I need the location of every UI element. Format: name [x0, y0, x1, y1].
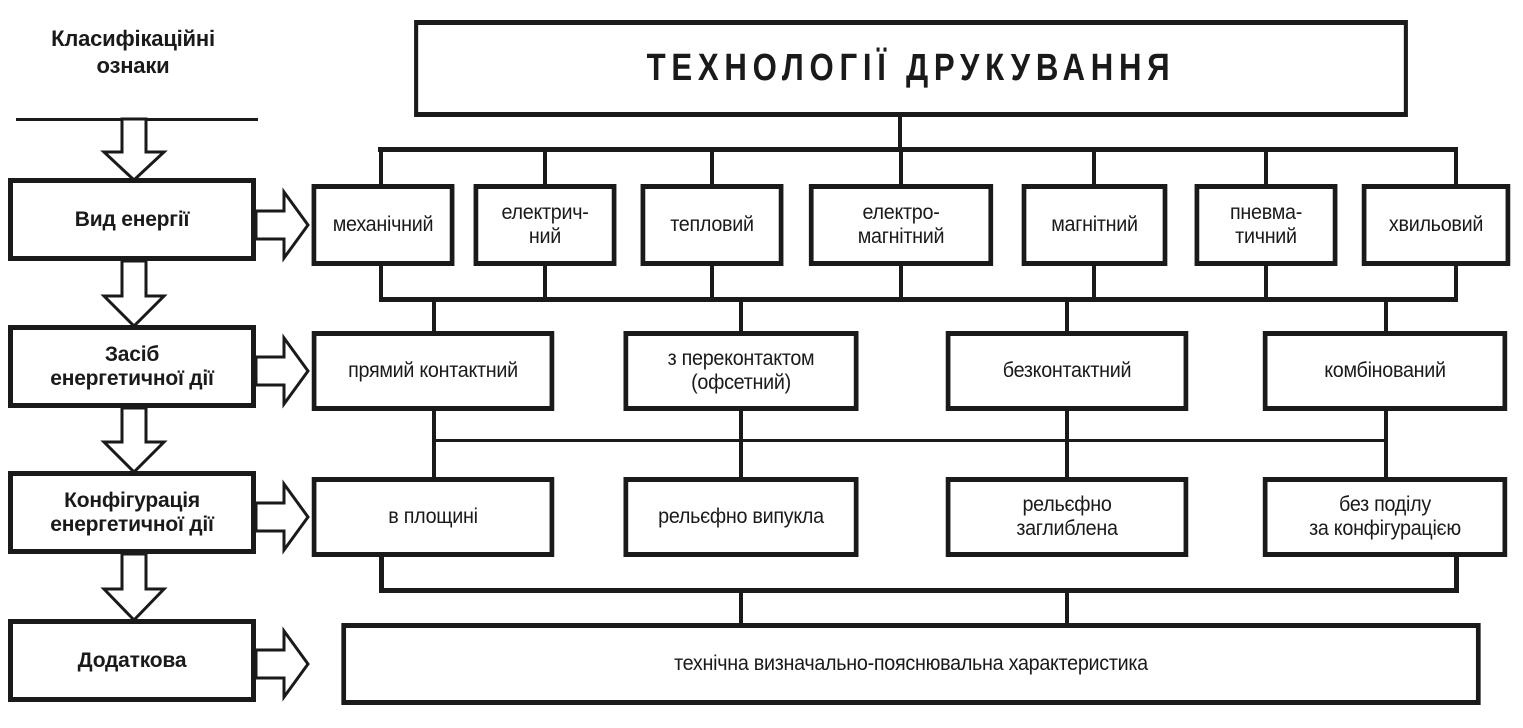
connector-row1-drop-5: [1264, 147, 1268, 185]
node-energy-config-1-text: рельєфно випукла: [658, 505, 824, 529]
node-energy-type-5-line2: тичний: [1235, 225, 1297, 248]
criterion-label-additional: Додаткова: [77, 648, 187, 672]
node-energy-type-1-line1: електрич-: [501, 201, 589, 225]
connector-row1-drop-1: [543, 147, 547, 185]
connector-title-stem: [898, 117, 902, 150]
node-energy-config-3-line2: за конфігурацією: [1309, 517, 1461, 540]
connector-row4-riser-3: [1454, 556, 1459, 592]
criterion-label-energy-means-line1: Засіб: [104, 342, 160, 366]
node-energy-config-0: в площині: [311, 477, 555, 557]
node-energy-type-3: електро- магнітний: [808, 184, 994, 266]
connector-row1-drop-3: [899, 147, 903, 185]
node-energy-type-0: механічний: [311, 184, 455, 266]
connector-row4-drop-1: [1065, 588, 1069, 624]
connector-row1-riser-1: [543, 265, 547, 300]
connector-row1-drop-2: [710, 147, 714, 185]
node-additional-0: технічна визначально-пояснювальна характ…: [341, 623, 1481, 705]
connector-row3-link-3: [1384, 410, 1388, 480]
diagram-title-text: ТЕХНОЛОГІЇ ДРУКУВАННЯ: [646, 47, 1176, 90]
down-arrow-config-to-additional: [100, 552, 168, 623]
criterion-box-energy-config: Конфігурація енергетичної дії: [8, 471, 256, 554]
connector-row2-drop-0: [432, 297, 436, 333]
node-energy-means-1-line1: з переконтактом: [667, 347, 815, 371]
node-energy-means-0: прямий контактний: [311, 331, 555, 411]
node-energy-config-3-line1: без поділу: [1339, 493, 1431, 517]
right-arrow-energy-type: [254, 187, 310, 263]
criterion-box-energy-means: Засіб енергетичної дії: [8, 325, 256, 408]
node-energy-type-4-text: магнітний: [1051, 213, 1138, 237]
classification-caption-line2: ознаки: [96, 52, 170, 78]
node-energy-type-0-text: механічний: [332, 213, 434, 237]
node-energy-config-1: рельєфно випукла: [623, 477, 859, 557]
classification-caption: Класифікаційні ознаки: [8, 26, 258, 80]
node-energy-means-0-text: прямий контактний: [348, 359, 518, 383]
node-energy-config-2-line1: рельєфно: [1022, 493, 1112, 517]
node-energy-type-1: електрич- ний: [473, 184, 617, 266]
down-arrow-caption-to-energy-type: [100, 117, 168, 183]
node-energy-config-2: рельєфно заглиблена: [945, 477, 1189, 557]
node-energy-means-1: з переконтактом (офсетний): [623, 331, 859, 411]
connector-row1-riser-4: [1092, 265, 1096, 300]
connector-row1-drop-4: [1092, 147, 1096, 185]
connector-row3-link-0: [432, 410, 436, 480]
node-energy-type-2: тепловий: [640, 184, 784, 266]
node-energy-type-5-line1: пневма-: [1230, 201, 1302, 225]
connector-row2-drop-1: [739, 297, 743, 333]
connector-row1-riser-6: [1454, 265, 1458, 300]
connector-row4-drop-0: [739, 588, 743, 624]
node-additional-0-text: технічна визначально-пояснювальна характ…: [674, 652, 1148, 676]
node-energy-type-6-text: хвильовий: [1388, 213, 1484, 237]
diagram-title-box: ТЕХНОЛОГІЇ ДРУКУВАННЯ: [414, 20, 1408, 117]
connector-row4-bus: [379, 588, 1459, 593]
connector-row3-link-1: [739, 410, 743, 480]
node-energy-type-2-text: тепловий: [670, 213, 754, 237]
connector-row3-link-2: [1065, 410, 1069, 480]
criterion-label-energy-config-line1: Конфігурація: [64, 488, 200, 512]
connector-row2-drop-2: [1065, 297, 1069, 333]
node-energy-means-1-line2: (офсетний): [691, 371, 791, 394]
right-arrow-additional: [254, 626, 310, 702]
connector-row1-drop-0: [379, 147, 383, 185]
down-arrow-means-to-config: [100, 406, 168, 475]
criterion-label-energy-type: Вид енергії: [74, 207, 190, 231]
node-energy-type-1-line2: ний: [528, 225, 562, 248]
connector-row1-riser-0: [379, 265, 383, 300]
node-energy-means-2-text: безконтактний: [1002, 359, 1132, 383]
node-energy-means-2: безконтактний: [945, 331, 1189, 411]
connector-row1-riser-3: [899, 265, 903, 300]
node-energy-type-3-line1: електро-: [862, 201, 940, 225]
right-arrow-energy-config: [254, 479, 310, 555]
criterion-label-energy-config-line2: енергетичної дії: [50, 512, 214, 536]
node-energy-config-0-text: в площині: [388, 505, 478, 529]
criterion-label-energy-means-line2: енергетичної дії: [50, 366, 214, 390]
connector-row4-riser-0: [379, 556, 384, 592]
node-energy-type-4: магнітний: [1021, 184, 1168, 266]
criterion-box-energy-type: Вид енергії: [8, 178, 256, 261]
connector-row1-bus: [378, 147, 1458, 152]
node-energy-config-3: без поділу за конфігурацією: [1262, 477, 1508, 557]
right-arrow-energy-means: [254, 333, 310, 409]
connector-row2-drop-3: [1384, 297, 1388, 333]
node-energy-means-3: комбінований: [1262, 331, 1508, 411]
down-arrow-energy-type-to-means: [100, 259, 168, 329]
node-energy-type-5: пневма- тичний: [1194, 184, 1338, 266]
connector-row1-drop-6: [1454, 147, 1458, 185]
connector-row1-riser-2: [710, 265, 714, 300]
criterion-box-additional: Додаткова: [8, 619, 256, 702]
connector-row1-riser-5: [1264, 265, 1268, 300]
connector-row2-bus: [379, 297, 1458, 302]
node-energy-means-3-text: комбінований: [1324, 359, 1446, 383]
classification-caption-line1: Класифікаційні: [51, 26, 215, 51]
connector-row3-bus: [432, 439, 1388, 442]
node-energy-type-3-line2: магнітний: [857, 225, 945, 248]
node-energy-config-2-line2: заглиблена: [1016, 517, 1118, 540]
node-energy-type-6: хвильовий: [1361, 184, 1511, 266]
